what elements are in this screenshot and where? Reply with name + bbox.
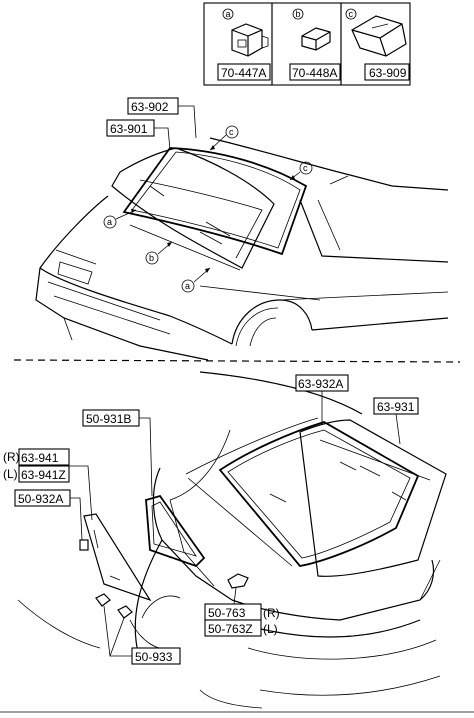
side-right-label: (R) (3, 450, 20, 464)
inset-item-c: c 63-909 (345, 8, 410, 81)
part-number-63-909: 63-909 (369, 66, 407, 80)
inset-panel: a 70-447A b 70-448A (203, 2, 411, 86)
callout-letter: c (303, 163, 308, 173)
rear-window-glass (299, 419, 447, 577)
side-left-label: (L) (3, 467, 18, 481)
callout-letter: b (149, 253, 154, 263)
callout-letter: c (349, 9, 354, 19)
part-number-70-447a: 70-447A (221, 66, 266, 80)
windshield-labels: 63-902 63-901 c c a b a (103, 97, 313, 293)
fastener-1 (95, 593, 111, 607)
rear-window-seal (218, 421, 420, 567)
windshield-seal (122, 147, 308, 256)
front-car-body (35, 137, 449, 361)
part-number-63-941z: 63-941Z (21, 468, 66, 482)
quarter-window-seal (145, 494, 206, 568)
callout-letter: c (229, 127, 234, 137)
windshield-assembly (111, 147, 308, 269)
callout-letter: b (296, 9, 301, 19)
block-c-icon (351, 15, 407, 57)
rear-glass-assembly (185, 417, 447, 577)
part-number-50-932a: 50-932A (18, 492, 63, 506)
part-label-box (289, 63, 341, 81)
side-clip (227, 573, 249, 589)
callout-letter: a (226, 9, 231, 19)
spacer-b-icon (301, 27, 331, 51)
part-number-63-932a: 63-932A (298, 377, 343, 391)
rear-car-body (17, 371, 441, 709)
quarter-window-assembly (79, 494, 249, 619)
quarter-window-glass (83, 513, 152, 602)
part-number-70-448a: 70-448A (292, 66, 337, 80)
inset-item-b: b 70-448A (289, 8, 341, 81)
part-number-50-763z: 50-763Z (208, 622, 253, 636)
callout-letter: a (107, 217, 112, 227)
part-label-box (364, 63, 410, 81)
quarter-molding-piece (79, 539, 89, 551)
part-number-63-941: 63-941 (21, 451, 59, 465)
part-number-50-931b: 50-931B (86, 412, 131, 426)
part-number-63-901: 63-901 (110, 122, 148, 136)
rear-labels: 63-932A 63-931 50-931B (R) 63-941 (L) 63… (3, 374, 419, 665)
clip-side-right-label: (R) (263, 606, 280, 620)
clip-side-left-label: (L) (263, 622, 278, 636)
callout-letter: a (185, 281, 190, 291)
section-divider (13, 359, 461, 363)
inset-item-a: a 70-447A (217, 8, 271, 81)
clip-a-icon (231, 23, 269, 57)
windshield-glass (111, 147, 275, 269)
part-number-63-931: 63-931 (377, 400, 415, 414)
part-number-63-902: 63-902 (131, 100, 169, 114)
part-number-50-933: 50-933 (135, 650, 173, 664)
part-number-50-763: 50-763 (208, 606, 246, 620)
fastener-2 (117, 605, 133, 619)
part-label-box (217, 63, 271, 81)
